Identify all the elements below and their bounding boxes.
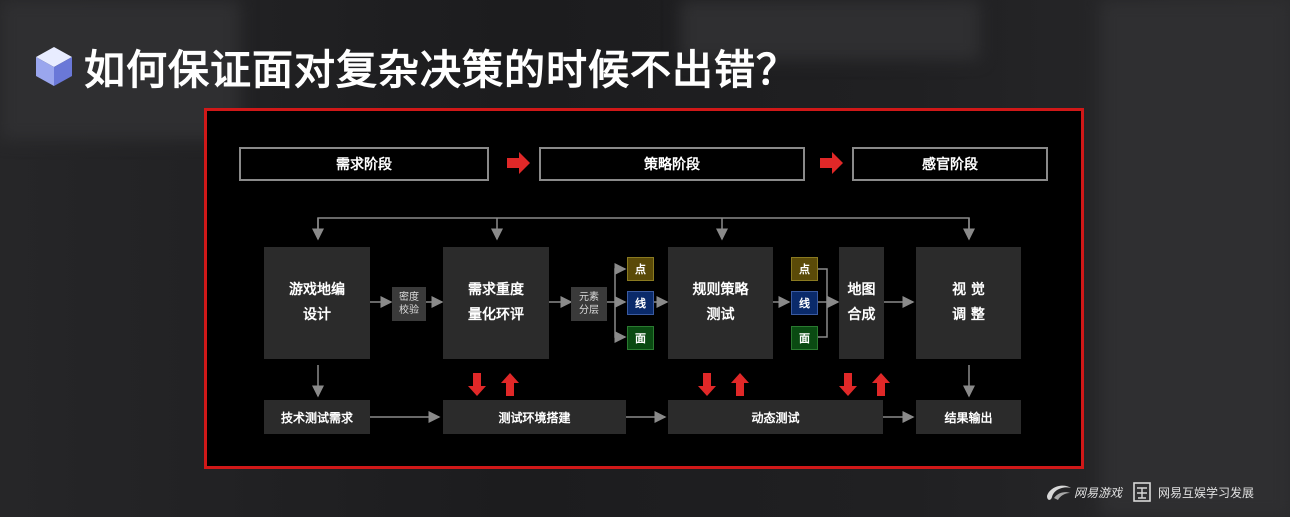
tag-face: 面 bbox=[627, 326, 654, 350]
tag-line-right: 线 bbox=[791, 291, 818, 315]
box-dynamic-test: 动态测试 bbox=[668, 400, 883, 434]
stage-arrow-1 bbox=[507, 152, 530, 174]
title-bar: 如何保证面对复杂决策的时候不出错？ bbox=[32, 40, 798, 94]
box-element-layers: 元素 分层 bbox=[571, 287, 607, 321]
box-visual-adjust: 视 觉 调 整 bbox=[916, 247, 1021, 359]
footer-logos: 网易游戏 网易互娱学习发展 bbox=[1044, 481, 1254, 503]
tag-line: 线 bbox=[627, 291, 654, 315]
box-map-design: 游戏地编 设计 bbox=[264, 247, 370, 359]
page-title: 如何保证面对复杂决策的时候不出错？ bbox=[84, 46, 798, 94]
connector-lines bbox=[312, 152, 975, 423]
stage-sensory: 感官阶段 bbox=[852, 147, 1048, 181]
box-quantify-eval: 需求重度 量化环评 bbox=[443, 247, 549, 359]
netease-learning-text: 网易互娱学习发展 bbox=[1157, 485, 1254, 500]
flow-diagram: 需求阶段 策略阶段 感官阶段 游戏地编 设计 密度 校验 需求重度 量化环评 元… bbox=[204, 108, 1084, 469]
netease-learning-logo: 网易互娱学习发展 bbox=[1132, 481, 1254, 503]
box-rule-strategy-test: 规则策略 测试 bbox=[668, 247, 773, 359]
box-result-output: 结果输出 bbox=[916, 400, 1021, 434]
box-tech-test-req: 技术测试需求 bbox=[264, 400, 370, 434]
box-map-compose: 地图 合成 bbox=[839, 247, 884, 359]
netease-swirl-icon bbox=[1046, 485, 1071, 500]
tag-dot: 点 bbox=[627, 257, 654, 281]
box-density-check: 密度 校验 bbox=[392, 287, 426, 321]
stage-strategy: 策略阶段 bbox=[539, 147, 805, 181]
box-test-env-setup: 测试环境搭建 bbox=[443, 400, 626, 434]
tag-face-right: 面 bbox=[791, 326, 818, 350]
stage-demand: 需求阶段 bbox=[239, 147, 489, 181]
tag-dot-right: 点 bbox=[791, 257, 818, 281]
stage-arrow-2 bbox=[820, 152, 843, 174]
learning-emblem-icon bbox=[1133, 482, 1151, 502]
netease-games-logo: 网易游戏 bbox=[1044, 481, 1122, 503]
cube-icon bbox=[36, 47, 72, 86]
netease-games-text: 网易游戏 bbox=[1073, 485, 1122, 500]
